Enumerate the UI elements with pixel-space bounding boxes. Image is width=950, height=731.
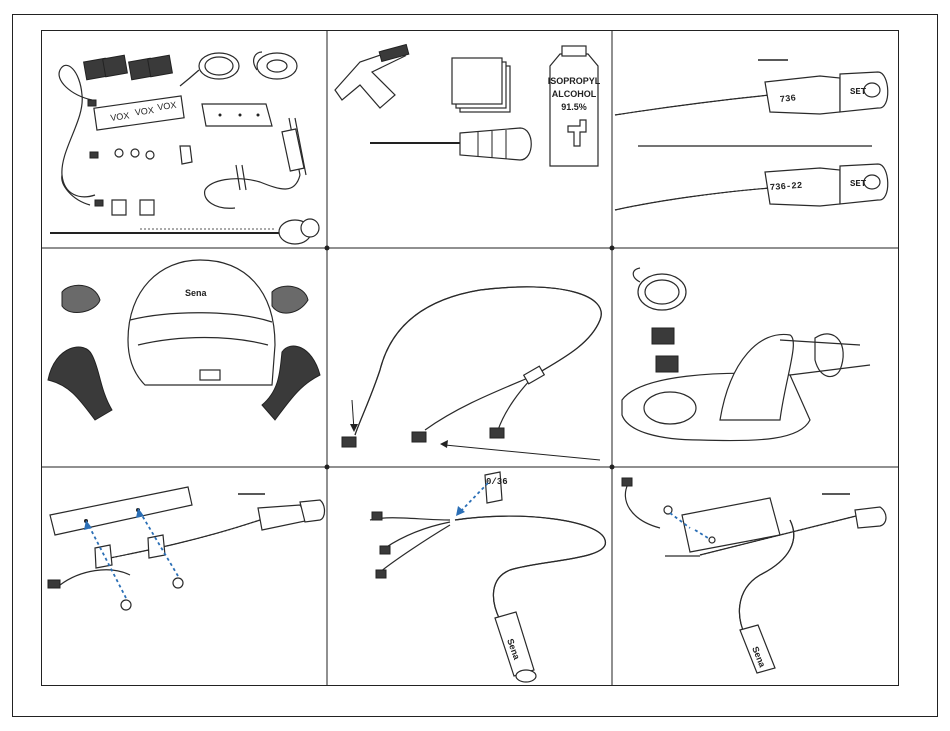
svg-text:ALCOHOL: ALCOHOL [552, 89, 597, 99]
svg-text:Sena: Sena [185, 288, 208, 298]
sticker-sheet: VOX VOX VOX [94, 96, 184, 130]
panel-plate-assembly [48, 487, 325, 610]
svg-text:0/36: 0/36 [486, 477, 508, 487]
svg-text:SET: SET [850, 179, 867, 189]
paper-stack-icon [452, 58, 510, 112]
panel-connector-clip: 0/36 Sena [370, 472, 605, 682]
panel-kit-contents: VOX VOX VOX [50, 52, 319, 244]
clip-part: 0/36 [485, 472, 508, 503]
alcohol-bottle-icon: ISOPROPYL ALCOHOL 91.5% [548, 46, 601, 166]
screwdriver-icon [370, 128, 531, 160]
svg-text:91.5%: 91.5% [561, 102, 587, 112]
connector-plug-final: Sena [740, 625, 775, 673]
panel-clamp-detail: 736 SET 736-22 SET [615, 60, 888, 210]
svg-text:736: 736 [779, 93, 796, 105]
svg-text:SET: SET [850, 87, 867, 97]
panel-helmet: Sena [48, 260, 320, 420]
connector-plug: Sena [495, 612, 536, 682]
helmet-illustration: Sena [128, 260, 275, 385]
pliers-icon [335, 45, 409, 108]
panel-speaker-install [622, 268, 870, 441]
panel-final-assembly: Sena [622, 478, 886, 673]
panel-cable-harness [342, 287, 601, 460]
svg-text:ISOPROPYL: ISOPROPYL [548, 76, 601, 86]
panel-tools: ISOPROPYL ALCOHOL 91.5% [335, 45, 601, 166]
